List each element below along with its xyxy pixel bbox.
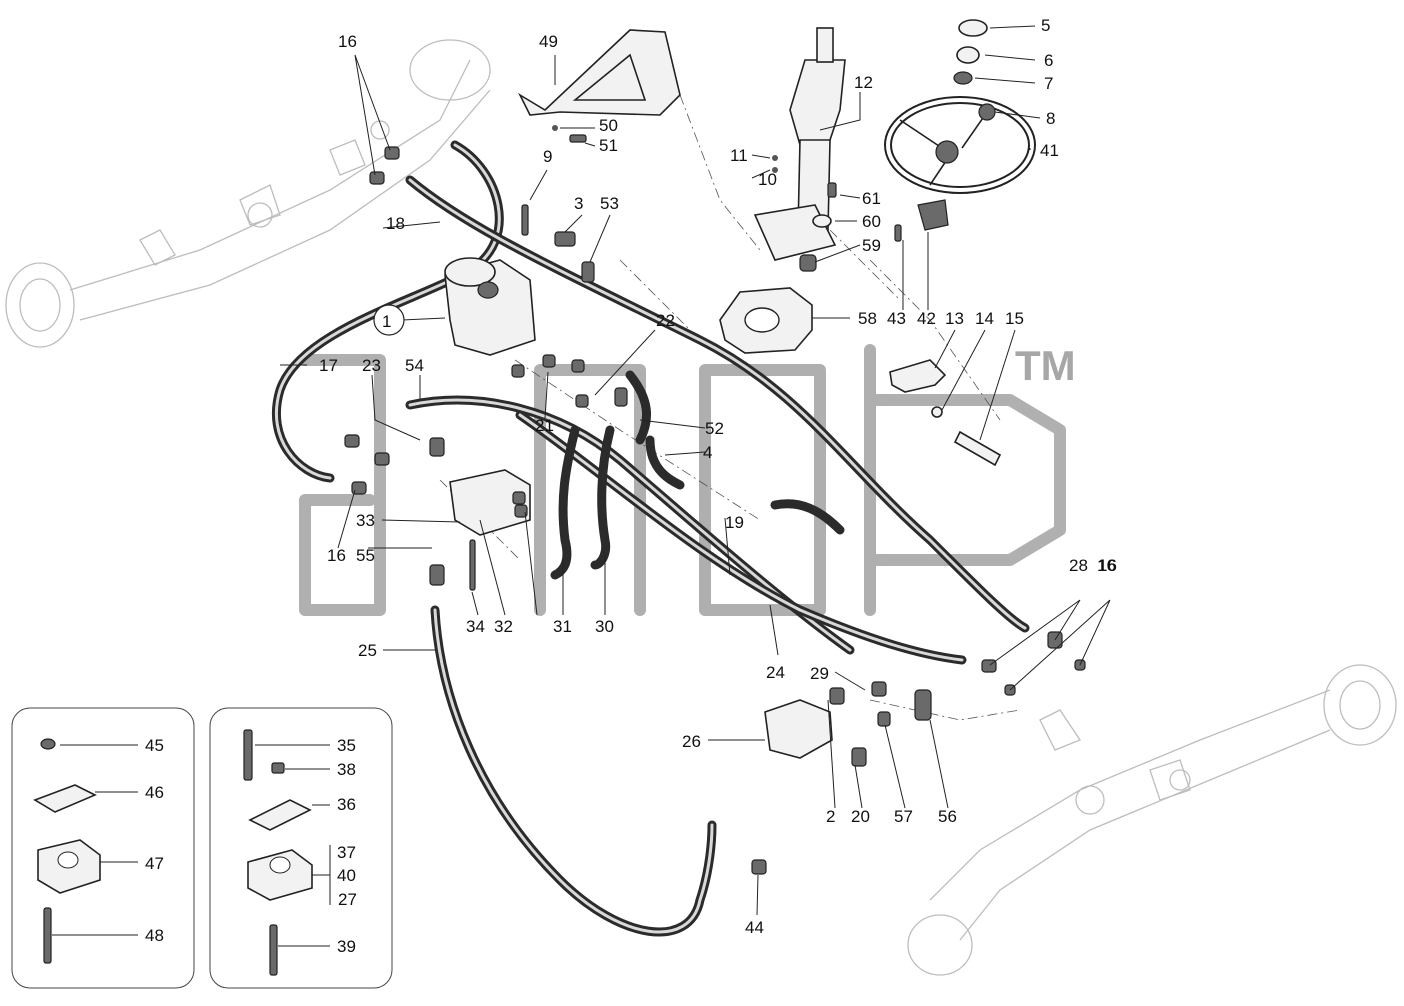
callout-1: 1: [382, 312, 391, 331]
callout-38: 38: [337, 760, 356, 779]
callout-24: 24: [766, 663, 785, 682]
callout-41: 41: [1040, 141, 1059, 160]
callout-2: 2: [826, 807, 835, 826]
callout-52: 52: [705, 419, 724, 438]
callout-9: 9: [543, 147, 552, 166]
callout-6: 6: [1044, 51, 1053, 70]
rear-axle-ghost: [907, 664, 1397, 976]
callout-43: 43: [887, 309, 906, 328]
callout-31: 31: [553, 617, 572, 636]
callout-19: 19: [725, 513, 744, 532]
callout-46: 46: [145, 783, 164, 802]
callout-27: 27: [338, 890, 357, 909]
front-axle-ghost: [5, 39, 491, 348]
callout-16: 16: [1098, 556, 1117, 575]
callout-13: 13: [945, 309, 964, 328]
callout-34: 34: [466, 617, 485, 636]
callout-53: 53: [600, 194, 619, 213]
fittings: [344, 125, 1086, 875]
callout-39: 39: [337, 937, 356, 956]
callout-57: 57: [894, 807, 913, 826]
valve-block-32: [449, 469, 531, 536]
callout-28: 28: [1069, 556, 1088, 575]
callout-16: 16: [327, 546, 346, 565]
callout-29: 29: [810, 664, 829, 683]
callout-51: 51: [599, 136, 618, 155]
callout-17: 17: [319, 356, 338, 375]
callout-22: 22: [656, 311, 675, 330]
callout-3: 3: [574, 194, 583, 213]
callout-37: 37: [337, 843, 356, 862]
callout-30: 30: [595, 617, 614, 636]
steering-column: [753, 27, 846, 261]
cover-6: [956, 46, 980, 64]
callout-60: 60: [862, 212, 881, 231]
callout-1-ring: [373, 304, 405, 336]
assembly-lines: [439, 94, 1021, 721]
callout-5: 5: [1041, 16, 1050, 35]
bolt-15: [953, 430, 1002, 467]
callout-44: 44: [745, 918, 764, 937]
callout-21: 21: [535, 416, 554, 435]
hoses: [271, 140, 1030, 937]
callout-42: 42: [917, 309, 936, 328]
callout-7: 7: [1044, 74, 1053, 93]
callout-23: 23: [362, 356, 381, 375]
callout-50: 50: [599, 116, 618, 135]
callout-33: 33: [356, 511, 375, 530]
callout-47: 47: [145, 854, 164, 873]
bracket-49: [518, 29, 681, 116]
cap-5: [958, 19, 988, 37]
nut-7: [953, 71, 973, 85]
bracket-13: [889, 359, 947, 393]
legend-box-left: [11, 707, 195, 989]
callout-8: 8: [1046, 109, 1055, 128]
callout-18: 18: [386, 214, 405, 233]
callout-14: 14: [975, 309, 994, 328]
steering-wheel: [884, 96, 1036, 194]
callout-61: 61: [862, 189, 881, 208]
callout-48: 48: [145, 926, 164, 945]
valve-26: [764, 699, 833, 759]
callout-12: 12: [854, 73, 873, 92]
callout-56: 56: [938, 807, 957, 826]
legend-box-right: [209, 707, 393, 989]
callout-26: 26: [682, 732, 701, 751]
leaders: [280, 25, 1111, 916]
callout-54: 54: [405, 356, 424, 375]
callout-58: 58: [858, 309, 877, 328]
watermark-logo: [299, 344, 1066, 616]
callout-25: 25: [358, 641, 377, 660]
callout-15: 15: [1005, 309, 1024, 328]
watermark-tm: TM: [1015, 342, 1076, 389]
callout-45: 45: [145, 736, 164, 755]
callout-4: 4: [703, 443, 712, 462]
steering-unit-1: [444, 257, 536, 356]
callout-49: 49: [539, 32, 558, 51]
flange-hole: [744, 307, 780, 333]
legend-parts: [33, 729, 331, 976]
hub-42: [917, 199, 949, 231]
callout-59: 59: [862, 236, 881, 255]
callout-16: 16: [338, 32, 357, 51]
callout-55: 55: [356, 546, 375, 565]
callout-10: 10: [758, 170, 777, 189]
callout-40: 40: [337, 866, 356, 885]
callout-36: 36: [337, 795, 356, 814]
callout-16: 16: [1097, 556, 1116, 575]
callout-20: 20: [851, 807, 870, 826]
callout-32: 32: [494, 617, 513, 636]
callout-11: 11: [730, 146, 748, 165]
callout-35: 35: [337, 736, 356, 755]
